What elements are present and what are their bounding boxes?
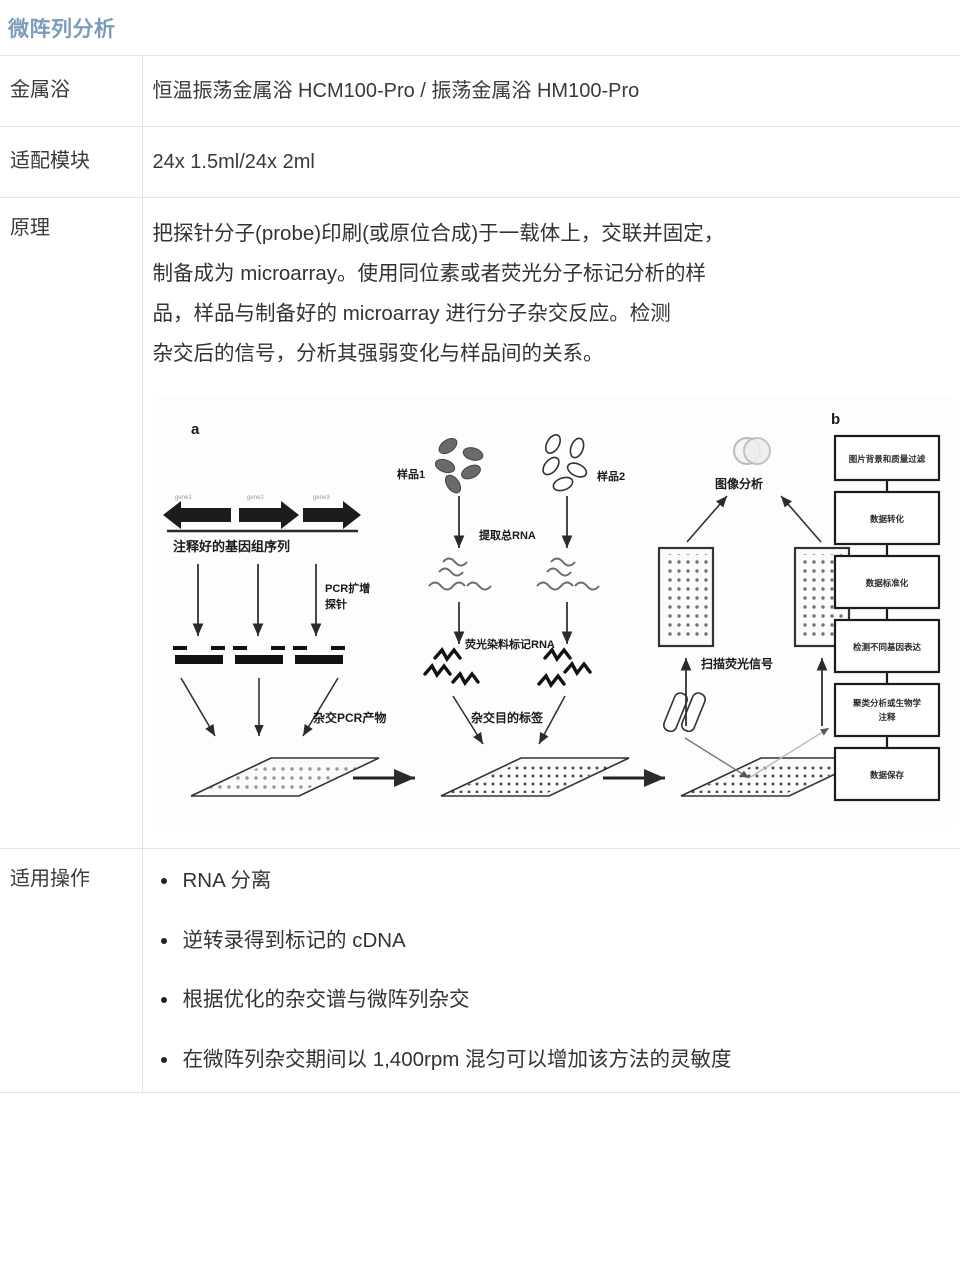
image-analysis-group: 图像分析 bbox=[715, 436, 771, 491]
row-value-operations: RNA 分离 逆转录得到标记的 cDNA 根据优化的杂交谱与微阵列杂交 在微阵列… bbox=[142, 848, 960, 1092]
microarray-slide-2 bbox=[440, 757, 629, 797]
microarray-workflow-figure: a b gene1 bbox=[152, 395, 953, 826]
pcr-probe-arrows: PCR扩增 探针 bbox=[192, 563, 370, 636]
label-extract-rna: 提取总RNA bbox=[479, 528, 536, 542]
row-label-principle: 原理 bbox=[0, 197, 143, 849]
label-rna-arrows: 荧光染料标记RNA bbox=[453, 601, 572, 651]
row-label-operations: 适用操作 bbox=[0, 848, 143, 1093]
flow-step-4: 检测不同基因表达 bbox=[852, 642, 921, 652]
page-title: 微阵列分析 bbox=[8, 17, 116, 41]
flow-step-2: 数据转化 bbox=[869, 514, 904, 524]
hyb-pcr-arrows: 杂交PCR产物 bbox=[179, 677, 386, 737]
labeled-rna-1 bbox=[422, 646, 480, 686]
flow-step-5a: 聚类分析或生物学 bbox=[851, 698, 921, 708]
svg-text:gene1: gene1 bbox=[175, 495, 192, 501]
label-hyb-pcr-product: 杂交PCR产物 bbox=[313, 710, 386, 725]
rna-squiggles-1 bbox=[427, 557, 492, 591]
sample2-group: 样品2 bbox=[541, 433, 625, 492]
spec-table: 金属浴 恒温振荡金属浴 HCM100-Pro / 振荡金属浴 HM100-Pro… bbox=[0, 56, 960, 1093]
row-value-principle: 把探针分子(probe)印刷(或原位合成)于一载体上，交联并固定， 制备成为 m… bbox=[142, 198, 960, 849]
genome-sequence-group: gene1 gene2 gene3 注释好的基因组序列 bbox=[162, 495, 361, 554]
label-scan-signal: 扫描荧光信号 bbox=[701, 656, 773, 671]
row-label-metal-bath: 金属浴 bbox=[0, 56, 143, 127]
labeled-rna-2 bbox=[536, 646, 592, 688]
microarray-slide-1 bbox=[190, 757, 379, 797]
table-row-operations: 适用操作 RNA 分离 逆转录得到标记的 cDNA 根据优化的杂交谱与微阵列杂交… bbox=[0, 848, 960, 1093]
label-sample-1: 样品1 bbox=[397, 467, 425, 481]
svg-text:gene2: gene2 bbox=[247, 495, 264, 501]
list-item: 在微阵列杂交期间以 1,400rpm 混匀可以增加该方法的灵敏度 bbox=[160, 1044, 951, 1076]
flow-step-3: 数据标准化 bbox=[865, 578, 908, 588]
list-item: 逆转录得到标记的 cDNA bbox=[160, 925, 951, 957]
rna-squiggles-2 bbox=[535, 557, 600, 591]
analysis-flowchart: 图片背景和质量过滤 数据转化 数据标准化 检测不同基因表达 聚类分析或生物学 注… bbox=[833, 434, 940, 801]
scan-signal-arrows: 扫描荧光信号 bbox=[680, 656, 827, 726]
row-value-metal-bath: 恒温振荡金属浴 HCM100-Pro / 振荡金属浴 HM100-Pro bbox=[152, 80, 640, 102]
page-title-bar: 微阵列分析 bbox=[0, 0, 960, 56]
panel-b-label: b bbox=[831, 411, 840, 428]
svg-text:探针: 探针 bbox=[325, 597, 347, 611]
svg-text:gene3: gene3 bbox=[313, 495, 330, 501]
hyb-target-arrows: 杂交目的标签 bbox=[451, 695, 566, 745]
row-label-module: 适配模块 bbox=[0, 126, 143, 198]
workflow-diagram: a b gene1 bbox=[152, 395, 953, 826]
list-item: RNA 分离 bbox=[160, 865, 951, 897]
label-fluor-labeled-rna: 荧光染料标记RNA bbox=[465, 637, 555, 651]
label-genome-sequence: 注释好的基因组序列 bbox=[173, 539, 290, 554]
row-value-module: 24x 1.5ml/24x 2ml bbox=[152, 151, 315, 173]
svg-text:PCR扩增: PCR扩增 bbox=[325, 581, 370, 595]
operations-list: RNA 分离 逆转录得到标记的 cDNA 根据优化的杂交谱与微阵列杂交 在微阵列… bbox=[153, 865, 951, 1076]
principle-line-1: 把探针分子(probe)印刷(或原位合成)于一载体上，交联并固定， bbox=[152, 222, 725, 245]
flow-step-1: 图片背景和质量过滤 bbox=[848, 454, 925, 464]
extract-rna-arrows: 提取总RNA bbox=[453, 495, 572, 548]
label-image-analysis: 图像分析 bbox=[715, 476, 763, 491]
principle-line-3: 品，样品与制备好的 microarray 进行分子杂交反应。检测 bbox=[152, 301, 671, 325]
panel-a-label: a bbox=[191, 421, 200, 438]
principle-line-2: 制备成为 microarray。使用同位素或者荧光分子标记分析的样 bbox=[152, 261, 707, 285]
scan-array-left bbox=[657, 546, 714, 647]
sample1-group: 样品1 bbox=[397, 437, 483, 494]
label-sample-2: 样品2 bbox=[597, 469, 625, 483]
principle-line-4: 杂交后的信号，分析其强弱变化与样品间的关系。 bbox=[152, 341, 604, 365]
table-row-module: 适配模块 24x 1.5ml/24x 2ml bbox=[0, 126, 960, 198]
label-hyb-target: 杂交目的标签 bbox=[471, 710, 544, 725]
flow-step-6: 数据保存 bbox=[869, 770, 904, 780]
amplicon-bars bbox=[172, 645, 345, 664]
flow-step-5b: 注释 bbox=[878, 712, 896, 722]
scanner-laser-group bbox=[662, 692, 829, 779]
table-row-principle: 原理 把探针分子(probe)印刷(或原位合成)于一载体上，交联并固定， 制备成… bbox=[0, 197, 960, 849]
list-item: 根据优化的杂交谱与微阵列杂交 bbox=[160, 984, 951, 1016]
table-row-metal-bath: 金属浴 恒温振荡金属浴 HCM100-Pro / 振荡金属浴 HM100-Pro bbox=[0, 56, 960, 127]
